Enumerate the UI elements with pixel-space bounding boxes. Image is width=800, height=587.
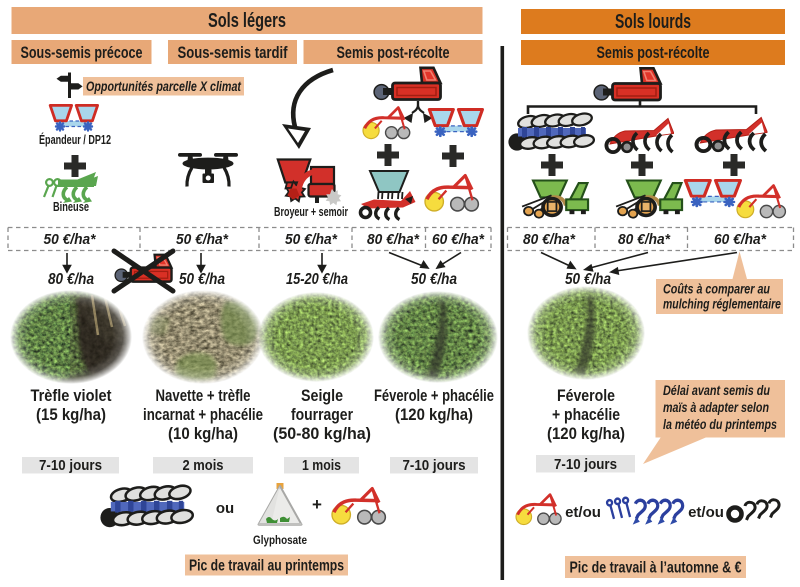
svg-text:80 €/ha*: 80 €/ha*	[618, 231, 671, 248]
svg-text:7-10 jours: 7-10 jours	[554, 456, 617, 473]
svg-text:Pic de travail au printemps: Pic de travail au printemps	[189, 558, 344, 575]
svg-text:la météo du printemps: la météo du printemps	[663, 417, 777, 432]
svg-text:50 €/ha*: 50 €/ha*	[44, 231, 97, 248]
svg-text:maïs à adapter selon: maïs à adapter selon	[663, 400, 769, 415]
svg-text:(120 kg/ha): (120 kg/ha)	[547, 425, 625, 443]
svg-text:50 €/ha: 50 €/ha	[179, 271, 225, 288]
svg-text:Épandeur / DP12: Épandeur / DP12	[39, 132, 111, 147]
svg-text:(120 kg/ha): (120 kg/ha)	[395, 406, 473, 424]
svg-text:50 €/ha*: 50 €/ha*	[176, 231, 229, 248]
svg-text:Semis post-récolte: Semis post-récolte	[597, 43, 710, 62]
svg-text:15-20 €/ha: 15-20 €/ha	[286, 271, 348, 288]
svg-text:(15 kg/ha): (15 kg/ha)	[36, 406, 106, 424]
svg-text:80 €/ha: 80 €/ha	[48, 271, 94, 288]
svg-text:fourrager: fourrager	[291, 406, 353, 424]
svg-text:7-10 jours: 7-10 jours	[403, 457, 466, 474]
svg-text:et/ou: et/ou	[688, 504, 724, 521]
svg-text:(50-80 kg/ha): (50-80 kg/ha)	[273, 425, 371, 443]
svg-text:Féverole + phacélie: Féverole + phacélie	[374, 387, 494, 405]
svg-text:Sols lourds: Sols lourds	[615, 11, 691, 33]
svg-text:mulching réglementaire: mulching réglementaire	[663, 297, 781, 312]
svg-text:Glyphosate: Glyphosate	[253, 533, 307, 547]
svg-text:Bineuse: Bineuse	[53, 199, 89, 214]
svg-text:80 €/ha*: 80 €/ha*	[523, 231, 576, 248]
svg-text:(10 kg/ha): (10 kg/ha)	[168, 425, 238, 443]
svg-text:Sous-semis tardif: Sous-semis tardif	[178, 43, 288, 62]
svg-text:50 €/ha: 50 €/ha	[411, 271, 457, 288]
svg-text:60 €/ha*: 60 €/ha*	[714, 231, 767, 248]
svg-text:Sous-semis précoce: Sous-semis précoce	[21, 43, 143, 62]
svg-text:7-10 jours: 7-10 jours	[39, 457, 102, 474]
svg-text:Navette + trèfle: Navette + trèfle	[156, 387, 251, 405]
svg-text:+: +	[312, 495, 322, 514]
svg-text:Broyeur + semoir: Broyeur + semoir	[274, 204, 348, 219]
svg-text:50 €/ha*: 50 €/ha*	[285, 231, 338, 248]
svg-text:Délai avant semis du: Délai avant semis du	[663, 383, 771, 398]
svg-text:+ phacélie: + phacélie	[552, 406, 620, 424]
svg-text:incarnat + phacélie: incarnat + phacélie	[143, 406, 263, 424]
svg-text:1 mois: 1 mois	[302, 457, 341, 474]
svg-text:Coûts à comparer au: Coûts à comparer au	[663, 282, 771, 297]
svg-text:50 €/ha: 50 €/ha	[565, 271, 611, 288]
svg-text:Seigle: Seigle	[301, 387, 343, 405]
svg-text:2 mois: 2 mois	[183, 457, 224, 474]
svg-text:Féverole: Féverole	[557, 387, 615, 405]
svg-text:80 €/ha*: 80 €/ha*	[367, 231, 420, 248]
svg-text:Sols légers: Sols légers	[208, 10, 286, 32]
svg-text:Trèfle violet: Trèfle violet	[31, 387, 112, 405]
svg-text:Pic de travail à l’automne & €: Pic de travail à l’automne & €	[570, 560, 742, 577]
svg-text:ou: ou	[216, 500, 234, 517]
svg-text:et/ou: et/ou	[565, 504, 601, 521]
svg-text:Semis post-récolte: Semis post-récolte	[337, 43, 450, 62]
svg-text:Opportunités parcelle X climat: Opportunités parcelle X climat	[86, 79, 241, 94]
svg-text:60 €/ha*: 60 €/ha*	[432, 231, 485, 248]
